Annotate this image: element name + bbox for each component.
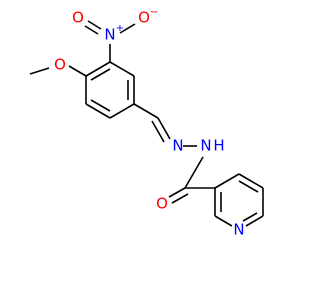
nitro-oxygen-top-label: O xyxy=(138,9,150,27)
bond-carbonyl-double-b xyxy=(171,193,189,204)
bond-methyl-oxygen xyxy=(29,67,50,75)
pyridine-nitrogen-label: N xyxy=(233,221,244,239)
bond-ring-imine-carbon xyxy=(133,103,159,119)
carbonyl-oxygen-label: O xyxy=(156,195,168,213)
nitro-nitrogen-charge: + xyxy=(116,23,124,34)
bond-ring-c5-c6-inner xyxy=(90,99,111,112)
amide-hydrogen-label: H xyxy=(213,137,224,155)
nitro-nitrogen-label: N xyxy=(104,26,115,44)
bond-pyridine-c2-c3-inner xyxy=(238,180,259,193)
bond-nitro-oxygen-top xyxy=(119,23,136,34)
bond-imine-double-b xyxy=(151,120,165,143)
bond-nitro-oxygen-double-a xyxy=(87,20,102,30)
bonds xyxy=(29,20,264,227)
atom-labels: O N + O − O N N H O N xyxy=(54,7,245,239)
bond-imine-double-a xyxy=(157,117,171,140)
bond-carbonyl-double-a xyxy=(168,187,186,198)
nitro-oxygen-double-label: O xyxy=(72,9,84,27)
bond-pyridine-c4-n xyxy=(245,215,264,227)
imine-nitrogen-label: N xyxy=(172,137,183,155)
bond-nitrogen-carbonyl xyxy=(184,156,204,189)
bond-pyridine-c4-n-inner xyxy=(242,212,258,222)
chemical-structure: O N + O − O N N H O N xyxy=(29,7,264,239)
bond-pyridine-c1-c2 xyxy=(214,173,240,189)
bond-nitro-oxygen-double-b xyxy=(84,25,99,35)
bond-ring-c5-c6 xyxy=(85,103,111,119)
bond-pyridine-c2-c3 xyxy=(238,173,264,189)
bond-ring-c1-c2 xyxy=(85,61,111,77)
amide-nitrogen-label: N xyxy=(200,137,211,155)
methoxy-oxygen-label: O xyxy=(54,56,66,74)
bond-ring-c1-c2-inner xyxy=(90,68,111,81)
bond-pyridine-n-c5 xyxy=(214,215,233,227)
bond-oxygen-ring xyxy=(68,65,87,77)
nitro-oxygen-top-charge: − xyxy=(150,7,158,18)
bond-ring-c4-c5 xyxy=(109,103,135,119)
bond-ring-c2-c3 xyxy=(109,61,135,77)
